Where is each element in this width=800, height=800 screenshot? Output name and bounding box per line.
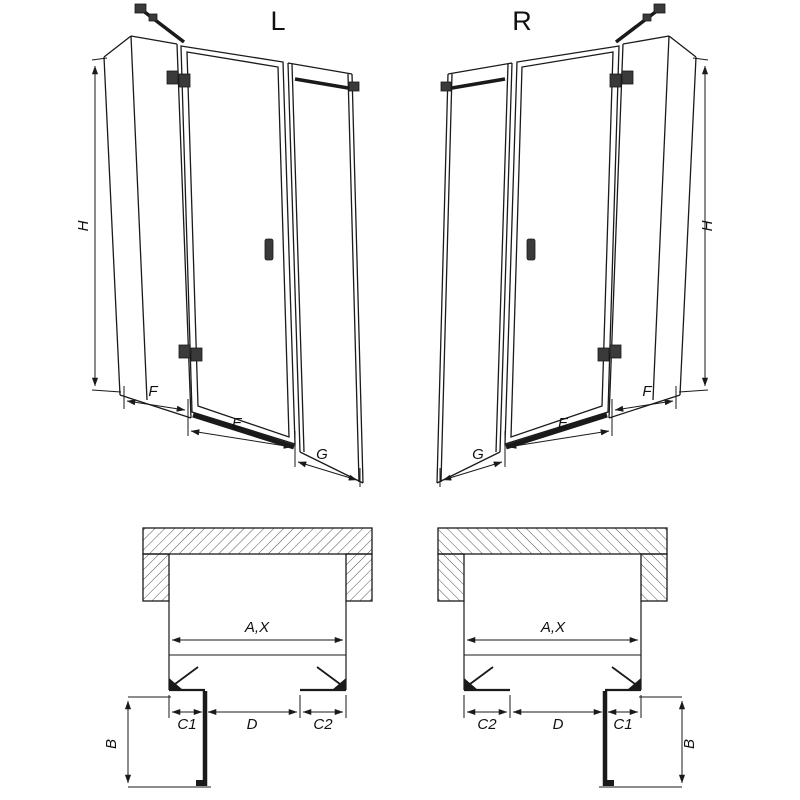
left-elevation-f-label: F: [148, 383, 158, 400]
left-plan-view: A,X C1 D C2 B: [103, 528, 372, 787]
left-variant-title: L: [270, 6, 285, 36]
right-elevation-height-label: H: [699, 220, 716, 231]
right-variant-title: R: [512, 6, 532, 36]
right-plan-view: A,X C2 D C1 B: [438, 528, 698, 787]
right-elevation-e-label: E: [558, 415, 569, 432]
left-elevation-height-label: H: [75, 220, 92, 231]
left-plan-d-label: D: [247, 716, 258, 733]
left-plan-b-label: B: [103, 739, 120, 749]
left-elevation-g-label: G: [316, 446, 328, 463]
left-plan-opening-label: A,X: [244, 619, 270, 636]
right-elevation-g-label: G: [472, 446, 484, 463]
left-elevation-view: L H F E G: [75, 4, 363, 487]
right-plan-c2-label: C2: [477, 716, 497, 733]
right-plan-d-label: D: [553, 716, 564, 733]
right-elevation-view: R H G E F: [437, 4, 716, 487]
left-plan-c2-label: C2: [313, 716, 333, 733]
right-plan-b-label: B: [681, 739, 698, 749]
left-elevation-e-label: E: [232, 415, 243, 432]
left-plan-c1-label: C1: [177, 716, 196, 733]
right-plan-opening-label: A,X: [540, 619, 566, 636]
right-elevation-f-label: F: [642, 383, 652, 400]
right-plan-c1-label: C1: [613, 716, 632, 733]
